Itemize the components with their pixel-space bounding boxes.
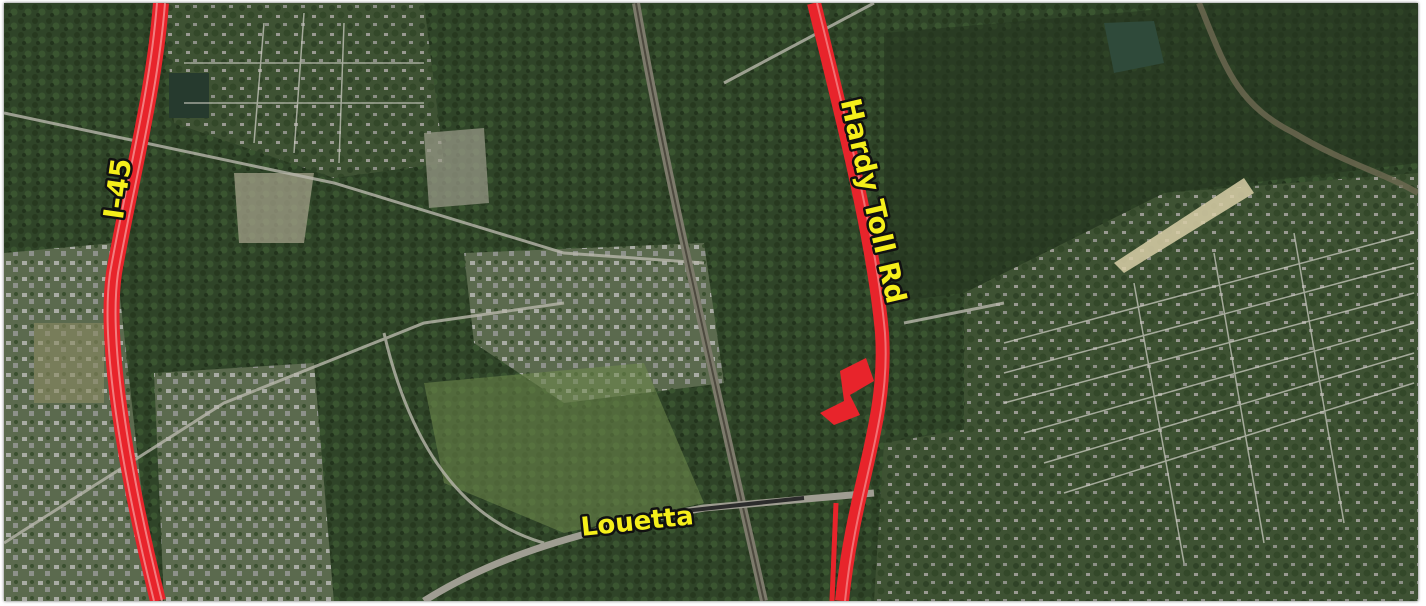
pond: [1104, 21, 1164, 73]
louetta-overpass: [683, 496, 805, 513]
map-frame: I-45 Hardy Toll Rd Louetta: [4, 3, 1418, 601]
dense-forest-east: [884, 3, 1418, 303]
railroad-track: [635, 3, 765, 601]
i45-highway: [103, 3, 169, 601]
open-field-west: [34, 323, 104, 403]
sand-strip: [1114, 178, 1254, 273]
north-neighborhood: [164, 3, 444, 178]
cleared-lot-north: [424, 128, 489, 208]
pond-west: [169, 73, 209, 118]
southeast-subdivision: [874, 423, 1064, 601]
louetta-road: [422, 489, 875, 601]
creek: [1196, 3, 1418, 196]
open-field: [424, 363, 704, 533]
cleared-lot: [234, 173, 314, 243]
hardy-toll-road: [807, 3, 890, 601]
east-subdivision: [964, 173, 1418, 601]
town-center: [464, 243, 724, 403]
southwest-commercial: [154, 363, 334, 601]
secondary-roads: [4, 3, 1005, 545]
hardy-interchange-ramp: [820, 358, 874, 425]
street-grid: [184, 12, 1415, 564]
satellite-map[interactable]: I-45 Hardy Toll Rd Louetta: [4, 3, 1418, 601]
